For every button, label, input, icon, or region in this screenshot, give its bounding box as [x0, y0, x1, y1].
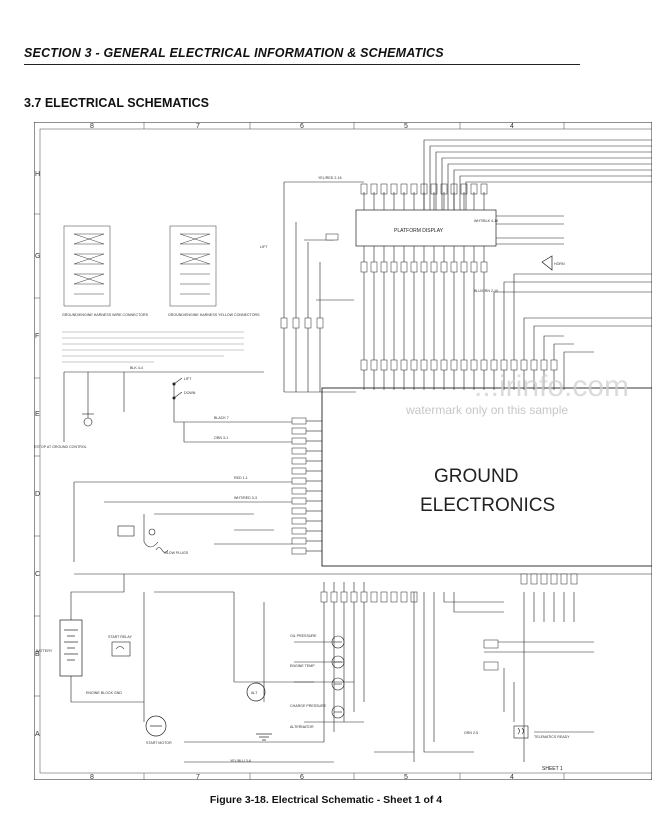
- wire-label: YEL/RED 2-16: [318, 176, 342, 180]
- wire-label: RED 1-1: [234, 476, 248, 480]
- wire-label: WHT/RED 3-3: [234, 496, 257, 500]
- vertical-connector-pairs: [360, 261, 558, 371]
- horn-label: HORN: [554, 262, 565, 266]
- column-marker: 5: [404, 123, 408, 130]
- row-marker: A: [35, 731, 40, 738]
- telematics-icon: [513, 725, 529, 739]
- column-markers-bottom: 8 7 6 5 4: [90, 774, 514, 780]
- alt-label: ALT: [251, 691, 258, 695]
- ground-symbol-icon: [256, 733, 272, 741]
- battery-icon: [59, 619, 83, 677]
- glow-plug-coil-icon: [155, 547, 169, 553]
- left-connector-pairs: [280, 233, 339, 329]
- alternator-icon: [246, 682, 266, 702]
- platform-display-connector: PLATFORM DISPLAY: [355, 183, 564, 247]
- right-connector-pairs: [483, 573, 578, 671]
- section-title: SECTION 3 - GENERAL ELECTRICAL INFORMATI…: [24, 46, 444, 60]
- watermark-note: watermark only on this sample: [405, 403, 568, 417]
- column-marker: 7: [196, 774, 200, 780]
- ground-electronics-label-1: GROUND: [434, 466, 518, 487]
- wire-label: ORN 3-1: [214, 436, 228, 440]
- column-marker: 8: [90, 123, 94, 130]
- left-control-wires: [63, 371, 652, 575]
- oil-pressure-label: OIL PRESSURE: [290, 634, 317, 638]
- lift-down-switch-icon: [172, 377, 183, 400]
- watermark-brand: ...irinfo.com: [474, 370, 629, 403]
- top-wire-bundle: [423, 139, 652, 210]
- row-marker: H: [35, 171, 40, 178]
- lift-switch-label: LIFT: [184, 377, 192, 381]
- telematics-label: TELEMATICS READY: [534, 735, 570, 739]
- start-motor-label: START MOTOR: [146, 741, 172, 745]
- column-marker: 4: [510, 774, 514, 780]
- glow-plugs-label: GLOW PLUGS: [164, 551, 189, 555]
- wire-label: YEL/BLU 3-8: [230, 759, 251, 763]
- left-upper-wires: [283, 181, 364, 393]
- lift-label: LIFT: [260, 245, 268, 249]
- schematic-diagram: 8 7 6 5 4 8 7 6 5 4 H G F E D C B A: [34, 122, 652, 780]
- row-marker: D: [35, 491, 40, 498]
- row-marker: C: [35, 571, 40, 578]
- schematic-border: [34, 122, 652, 780]
- row-ticks: [34, 213, 40, 697]
- ground-electronics-module: GROUND ELECTRONICS: [291, 387, 652, 567]
- column-marker: 7: [196, 123, 200, 130]
- start-relay-icon: [111, 641, 131, 657]
- note-text-lines: [62, 331, 244, 363]
- schematic-inner-border: [39, 128, 652, 774]
- down-switch-label: DOWN: [184, 391, 196, 395]
- row-marker: E: [35, 411, 40, 418]
- figure-caption: Figure 3-18. Electrical Schematic - Shee…: [209, 794, 443, 806]
- bottom-ground-bus: [184, 751, 414, 763]
- lower-left-wires: [70, 574, 324, 743]
- column-ticks: [143, 122, 565, 780]
- harness-yellow-label: GROUND/ENGINE HARNESS YELLOW CONNECTORS: [168, 313, 260, 317]
- ground-electronics-label-2: ELECTRONICS: [420, 495, 555, 516]
- column-marker: 6: [300, 774, 304, 780]
- column-marker: 4: [510, 123, 514, 130]
- column-markers-top: 8 7 6 5 4: [90, 123, 514, 130]
- estop-label: ESTOP AT GROUND CONTROL: [34, 445, 87, 449]
- alternator-label: ALTERNATOR: [290, 725, 314, 729]
- charge-pressure-label: CHARGE PRESSURE: [290, 704, 327, 708]
- wire-label: BLK 4-4: [130, 366, 143, 370]
- wire-label: GRN 2-5: [464, 731, 478, 735]
- battery-label: BATTERY: [36, 649, 53, 653]
- gauge-icons: [331, 635, 345, 719]
- glow-plug-relay-icon: [117, 525, 159, 548]
- sheet-label: SHEET 1: [542, 766, 563, 772]
- header-rule: [24, 64, 580, 65]
- horn-icon: HORN: [541, 255, 565, 271]
- wire-label: BLACK 7: [214, 416, 229, 420]
- engine-temp-label: ENGINE TEMP: [290, 664, 315, 668]
- start-motor-icon: [145, 715, 167, 737]
- column-marker: 5: [404, 774, 408, 780]
- column-marker: 8: [90, 774, 94, 780]
- row-marker: G: [35, 253, 40, 260]
- wire-label: BLU/GRN 2-10: [474, 289, 498, 293]
- right-lower-wires: [413, 592, 594, 762]
- engine-gnd-label: ENGINE BLOCK GND: [86, 691, 122, 695]
- row-markers: H G F E D C B A: [35, 171, 40, 738]
- sensor-wires: [294, 582, 365, 742]
- platform-display-label: PLATFORM DISPLAY: [394, 228, 444, 234]
- column-marker: 6: [300, 123, 304, 130]
- subsection-title: 3.7 ELECTRICAL SCHEMATICS: [24, 96, 209, 110]
- row-marker: F: [35, 333, 39, 340]
- estop-switch-icon: [82, 413, 94, 427]
- row-marker: B: [35, 651, 40, 658]
- wire-label: WHT/BLK 4-16: [474, 219, 498, 223]
- harness-wire-label: GROUND/ENGINE HARNESS WIRE CONNECTORS: [62, 313, 149, 317]
- harness-connectors-left: [63, 225, 217, 307]
- start-relay-label: START RELAY: [108, 635, 133, 639]
- sensor-connector-pairs: [320, 591, 418, 603]
